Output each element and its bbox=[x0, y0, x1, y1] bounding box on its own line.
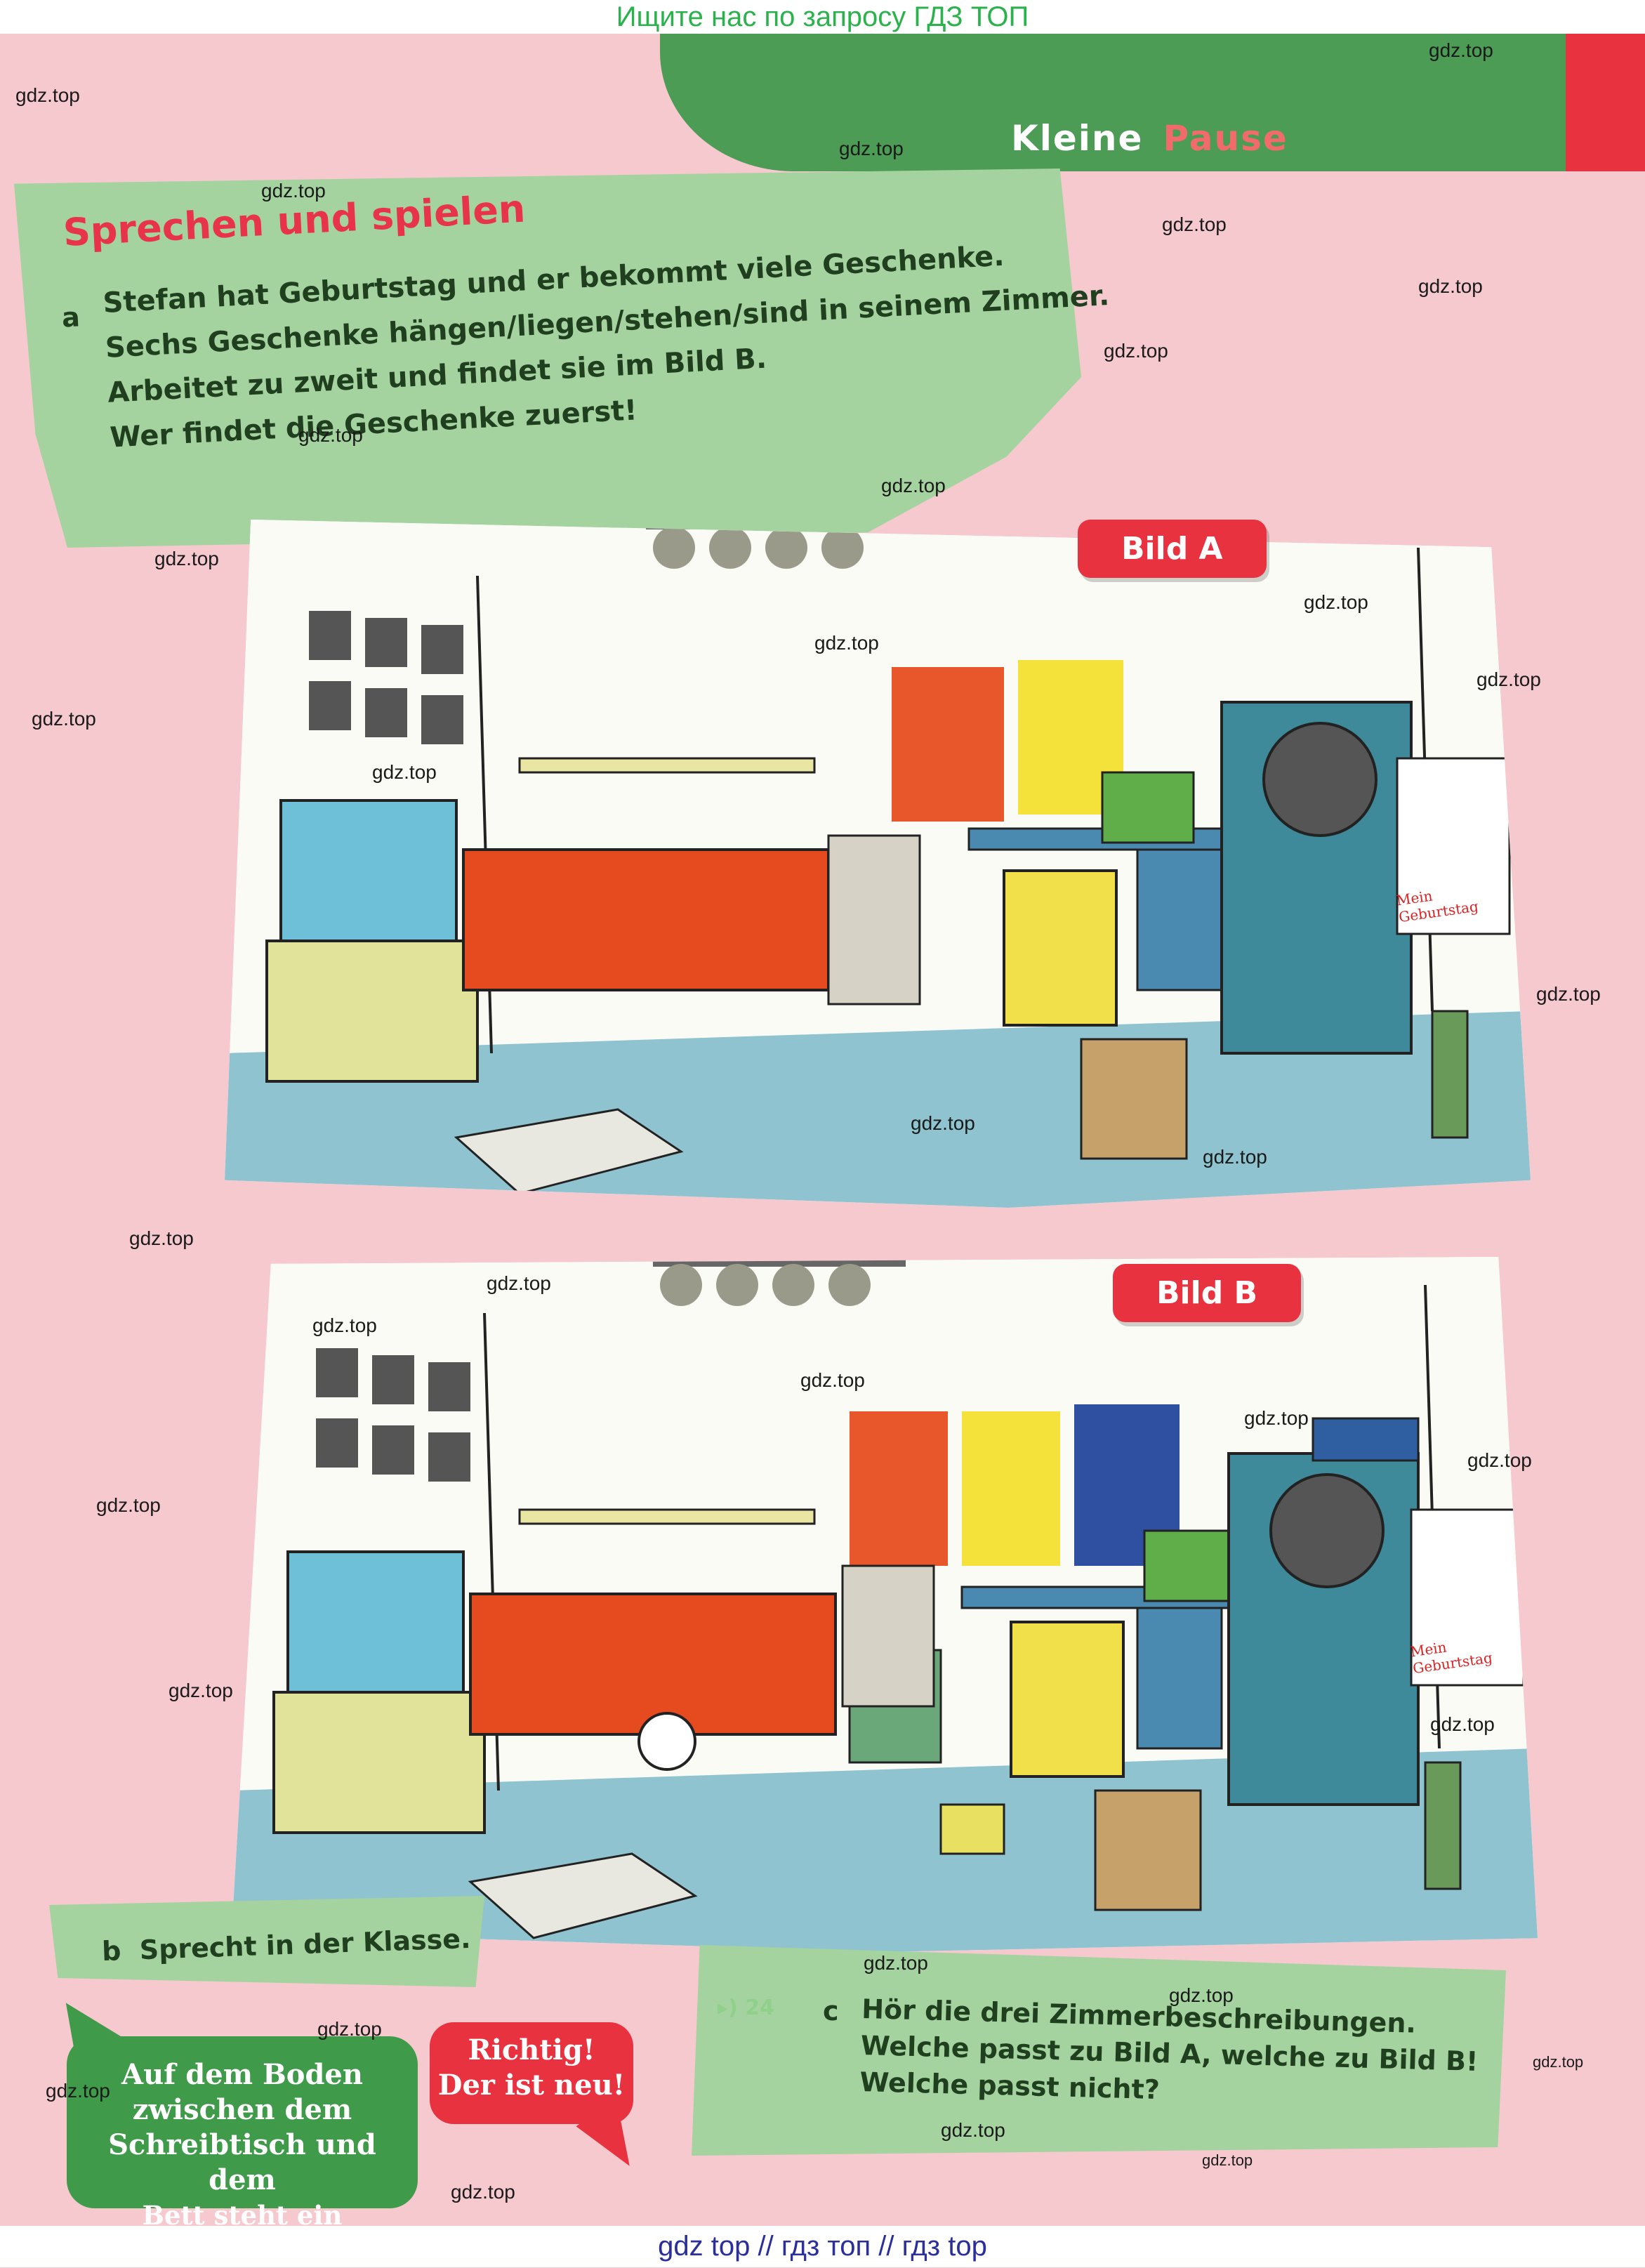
waste-basket bbox=[1094, 1789, 1202, 1911]
watermark: gdz.top bbox=[317, 2018, 382, 2040]
watermark: gdz.top bbox=[1203, 1146, 1267, 1168]
wall-shelf bbox=[518, 1508, 816, 1525]
bubble-line: zwischen dem bbox=[132, 2093, 352, 2126]
wall-frames bbox=[309, 611, 463, 744]
watermark: gdz.top bbox=[451, 2181, 515, 2203]
watermark: gdz.top bbox=[864, 1952, 928, 1974]
calendar bbox=[1410, 1508, 1525, 1687]
bed bbox=[469, 1593, 837, 1736]
task-c-label: c bbox=[823, 1996, 839, 2026]
watermark: gdz.top bbox=[96, 1494, 161, 1516]
speech-bubble-red bbox=[430, 2022, 633, 2124]
bild-a-label: Bild A bbox=[1078, 520, 1267, 578]
watermark: gdz.top bbox=[881, 475, 946, 496]
waste-basket bbox=[1080, 1038, 1188, 1160]
car-poster bbox=[850, 1411, 948, 1566]
room-b-drawing bbox=[232, 1257, 1538, 1952]
bubble-line: Auf dem Boden bbox=[121, 2058, 363, 2091]
bottles bbox=[1431, 1010, 1469, 1139]
wall-frames bbox=[316, 1348, 470, 1482]
header-band bbox=[660, 34, 1566, 171]
watermark: gdz.top bbox=[814, 632, 879, 654]
pizza-box bbox=[454, 1108, 684, 1195]
scene-a-illustration bbox=[225, 520, 1531, 1208]
watermark: gdz.top bbox=[1244, 1407, 1309, 1429]
watermark: gdz.top bbox=[15, 84, 80, 106]
bubble-line: Der ist neu! bbox=[437, 2069, 626, 2102]
chair bbox=[1010, 1621, 1125, 1778]
bottom-banner[interactable]: gdz top // гдз топ // гдз top bbox=[0, 2226, 1645, 2267]
calendar bbox=[1396, 757, 1511, 935]
watermark: gdz.top bbox=[312, 1314, 377, 1336]
watermark: gdz.top bbox=[1429, 39, 1493, 61]
book-stack bbox=[841, 1564, 935, 1708]
watermark: gdz.top bbox=[1162, 213, 1227, 235]
watermark: gdz.top bbox=[487, 1272, 551, 1294]
watermark: gdz.top bbox=[1536, 983, 1601, 1005]
speech-bubble-green-text: Auf dem Boden zwischen dem Schreibtisch … bbox=[74, 2057, 411, 2268]
dartboard bbox=[1269, 1473, 1385, 1588]
cd bbox=[939, 1803, 1005, 1855]
section-title-word2: Pause bbox=[1163, 118, 1288, 159]
room-a-drawing bbox=[225, 520, 1531, 1208]
dresser bbox=[272, 1691, 486, 1834]
task-b-box bbox=[49, 1896, 484, 1987]
watermark: gdz.top bbox=[298, 424, 363, 446]
audio-track[interactable]: ▸) 24 bbox=[718, 1996, 774, 2020]
bubble-line: Schreibtisch und dem bbox=[108, 2128, 376, 2196]
task-a-box bbox=[14, 169, 1081, 548]
header-red-tab bbox=[1566, 34, 1645, 171]
watermark: gdz.top bbox=[1104, 340, 1168, 362]
task-c-box bbox=[692, 1945, 1506, 2156]
bild-b-label: Bild B bbox=[1113, 1264, 1302, 1322]
audio-track-number: 24 bbox=[745, 1996, 774, 2020]
watermark: gdz.top bbox=[1430, 1713, 1495, 1735]
computer-monitor bbox=[1101, 771, 1195, 844]
book-stack bbox=[827, 834, 921, 1006]
watermark: gdz.top bbox=[1533, 2053, 1584, 2071]
task-b-label: b bbox=[101, 1935, 122, 1967]
speech-bubble-red-text: Richtig! Der ist neu! bbox=[430, 2033, 633, 2103]
dresser bbox=[265, 939, 479, 1083]
watermark: gdz.top bbox=[1418, 275, 1483, 297]
scene-b-illustration bbox=[232, 1257, 1538, 1952]
section-title: Kleine Pause bbox=[1011, 118, 1288, 159]
aquarium bbox=[279, 799, 458, 949]
computer-monitor bbox=[1143, 1529, 1230, 1602]
football bbox=[637, 1712, 696, 1771]
bed bbox=[462, 848, 830, 991]
watermark: gdz.top bbox=[1304, 591, 1368, 613]
task-c-text: Hör die drei Zimmerbeschreibungen. Welch… bbox=[859, 1991, 1508, 2117]
speech-bubble-green bbox=[67, 2036, 418, 2208]
watermark: gdz.top bbox=[1202, 2151, 1253, 2169]
watermark: gdz.top bbox=[1476, 668, 1541, 690]
watermark: gdz.top bbox=[261, 180, 326, 202]
watermark: gdz.top bbox=[911, 1112, 975, 1134]
pizza-box bbox=[468, 1852, 698, 1939]
watermark: gdz.top bbox=[941, 2119, 1005, 2141]
speaker-icon: ▸) bbox=[718, 1996, 738, 2020]
bubble-line: Richtig! bbox=[468, 2033, 595, 2066]
watermark: gdz.top bbox=[32, 708, 96, 730]
watermark: gdz.top bbox=[46, 2080, 110, 2102]
wall-shelf bbox=[518, 757, 816, 774]
watermark: gdz.top bbox=[129, 1227, 194, 1249]
watermark: gdz.top bbox=[169, 1680, 233, 1701]
task-a-label: a bbox=[60, 301, 81, 334]
chair bbox=[1003, 869, 1118, 1027]
sneakers bbox=[1312, 1417, 1420, 1462]
bottles bbox=[1424, 1761, 1462, 1890]
watermark: gdz.top bbox=[154, 548, 219, 569]
section-title-word1: Kleine bbox=[1011, 118, 1144, 159]
watermark: gdz.top bbox=[800, 1369, 865, 1391]
watermark: gdz.top bbox=[1169, 1984, 1234, 2006]
dartboard bbox=[1262, 722, 1378, 837]
fish-poster bbox=[962, 1411, 1060, 1566]
watermark: gdz.top bbox=[372, 761, 437, 783]
watermark: gdz.top bbox=[839, 138, 904, 159]
aquarium bbox=[286, 1550, 465, 1701]
watermark: gdz.top bbox=[1467, 1449, 1532, 1471]
car-poster bbox=[892, 667, 1004, 822]
top-banner[interactable]: Ищите нас по запросу ГДЗ ТОП bbox=[0, 0, 1645, 34]
